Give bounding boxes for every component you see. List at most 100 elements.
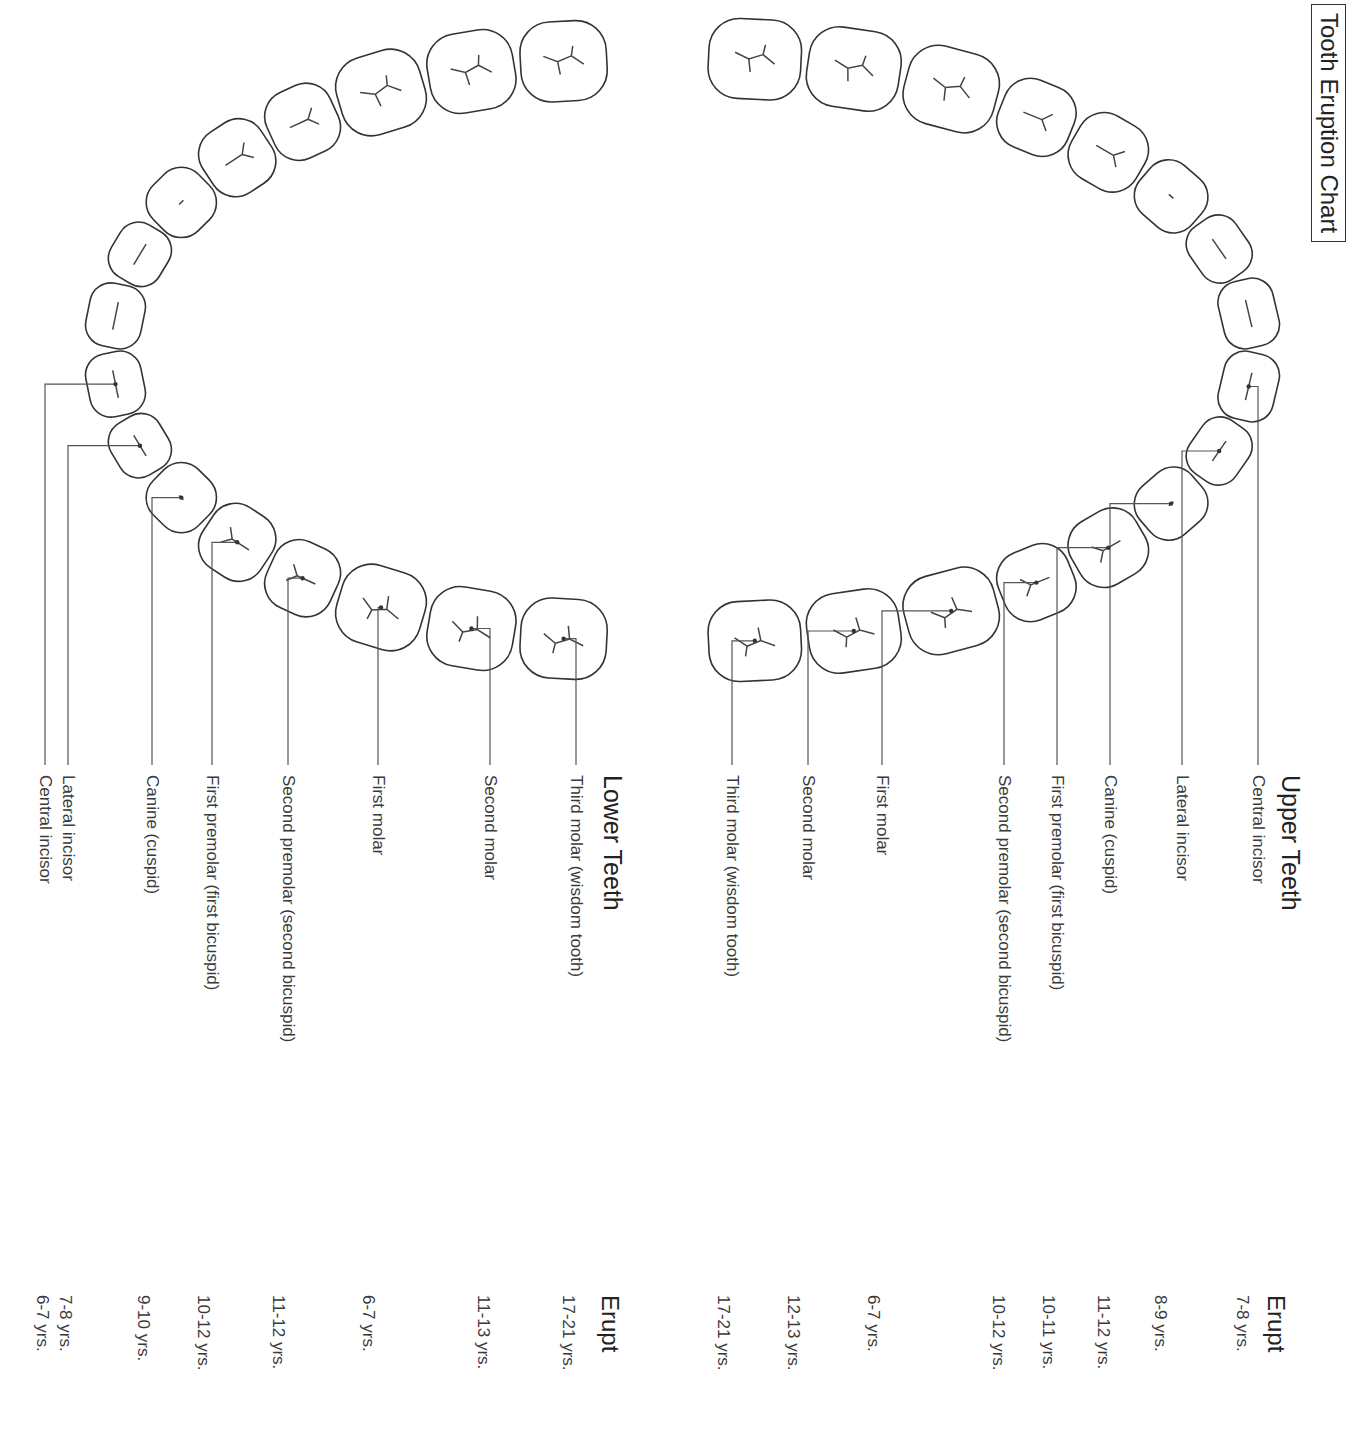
tooth (1214, 274, 1284, 353)
tooth-fissure (286, 108, 319, 136)
tooth-fissure (113, 370, 119, 397)
eruption-age: 17-21 yrs. (558, 1295, 578, 1371)
eruption-age: 11-12 yrs. (1093, 1295, 1113, 1369)
leader-line (882, 611, 951, 765)
tooth-outline (422, 25, 520, 118)
tooth-fissure (1169, 194, 1174, 198)
eruption-age: 11-12 yrs. (268, 1295, 288, 1369)
tooth (896, 38, 1006, 139)
leader-dot (179, 495, 183, 499)
column-heading: Erupt (595, 1295, 624, 1352)
leader-dot (235, 540, 239, 544)
tooth-name: Second premolar (second bicuspid) (994, 775, 1014, 1042)
eruption-age: 10-12 yrs. (988, 1295, 1008, 1371)
eruption-age: 9-10 yrs. (133, 1295, 153, 1361)
leader-line (1004, 583, 1036, 765)
tooth-fissure (929, 69, 975, 106)
tooth-outline (328, 557, 434, 659)
tooth-fissure (832, 615, 876, 649)
tooth-outline (707, 599, 803, 683)
tooth (802, 23, 905, 116)
tooth (422, 582, 520, 675)
tooth-name: Central incisor (35, 775, 55, 884)
tooth-name: Central incisor (1248, 775, 1268, 884)
leader-line (471, 629, 490, 766)
leader-line (1182, 451, 1219, 765)
column-heading: Erupt (1261, 1295, 1290, 1352)
tooth-outline (518, 19, 609, 104)
leader-dot (753, 639, 757, 643)
tooth-outline (1214, 274, 1284, 353)
tooth-fissure (1169, 502, 1174, 506)
leader-line (288, 578, 303, 765)
leader-dot (561, 637, 565, 641)
leader-dot (300, 576, 304, 580)
tooth-fissure (1092, 137, 1125, 167)
tooth-name: Lateral incisor (58, 775, 78, 881)
leader-dot (1247, 384, 1251, 388)
leader-line (808, 631, 854, 765)
tooth-outline (896, 38, 1006, 139)
leader-dot (1034, 580, 1038, 584)
eruption-age: 6-7 yrs. (863, 1295, 883, 1352)
tooth (988, 535, 1084, 630)
eruption-age: 11-13 yrs. (473, 1295, 493, 1369)
tooth-outline (988, 535, 1084, 630)
tooth-fissure (113, 302, 119, 329)
tooth-outline (328, 42, 434, 144)
tooth-fissure (543, 625, 584, 655)
leader-line (68, 446, 140, 765)
leader-line (378, 608, 381, 766)
tooth-name: First premolar (first bicuspid) (1047, 775, 1067, 990)
tooth-name: First molar (368, 775, 388, 855)
leader-dot (113, 382, 117, 386)
leader-dot (469, 626, 473, 630)
tooth-fissure (1245, 300, 1251, 327)
leader-line (1057, 548, 1108, 765)
leader-line (1110, 504, 1171, 765)
leader-dot (138, 444, 142, 448)
tooth-outline (707, 17, 803, 101)
tooth-name: Canine (cuspid) (1100, 775, 1120, 894)
tooth (82, 279, 150, 353)
tooth-name: Second molar (798, 775, 818, 880)
tooth (328, 557, 434, 659)
tooth-fissure (734, 627, 775, 657)
leader-line (152, 498, 181, 765)
tooth-fissure (1212, 239, 1226, 259)
tooth-name: Second molar (480, 775, 500, 880)
tooth-fissure (929, 593, 975, 630)
leader-dot (1169, 501, 1173, 505)
tooth-fissure (179, 495, 183, 499)
tooth (1214, 347, 1284, 426)
tooth-name: Canine (cuspid) (142, 775, 162, 894)
leader-line (212, 542, 237, 765)
eruption-age: 6-7 yrs. (358, 1295, 378, 1352)
tooth-fissure (832, 51, 876, 85)
tooth-fissure (179, 200, 183, 204)
chart-title: Tooth Eruption Chart (1311, 4, 1346, 242)
tooth-fissure (543, 45, 584, 75)
tooth (422, 25, 520, 118)
tooth (518, 596, 609, 681)
leader-line (1249, 387, 1258, 766)
section-heading: Lower Teeth (598, 775, 628, 911)
tooth-name: Second premolar (second bicuspid) (278, 775, 298, 1042)
eruption-age: 10-11 yrs. (1038, 1295, 1058, 1369)
tooth-name: Lateral incisor (1172, 775, 1192, 881)
tooth-fissure (449, 53, 493, 87)
leader-dot (852, 629, 856, 633)
tooth-name: First molar (872, 775, 892, 855)
tooth-outline (518, 596, 609, 681)
eruption-age: 10-12 yrs. (193, 1295, 213, 1371)
eruption-age: 8-9 yrs. (1150, 1295, 1170, 1352)
eruption-age: 12-13 yrs. (783, 1295, 803, 1371)
tooth-outline (802, 23, 905, 116)
section-heading: Upper Teeth (1276, 775, 1306, 911)
tooth (707, 17, 803, 101)
leader-line (45, 384, 116, 765)
tooth-fissure (358, 589, 404, 627)
leader-dot (1217, 449, 1221, 453)
tooth-fissure (358, 72, 404, 110)
